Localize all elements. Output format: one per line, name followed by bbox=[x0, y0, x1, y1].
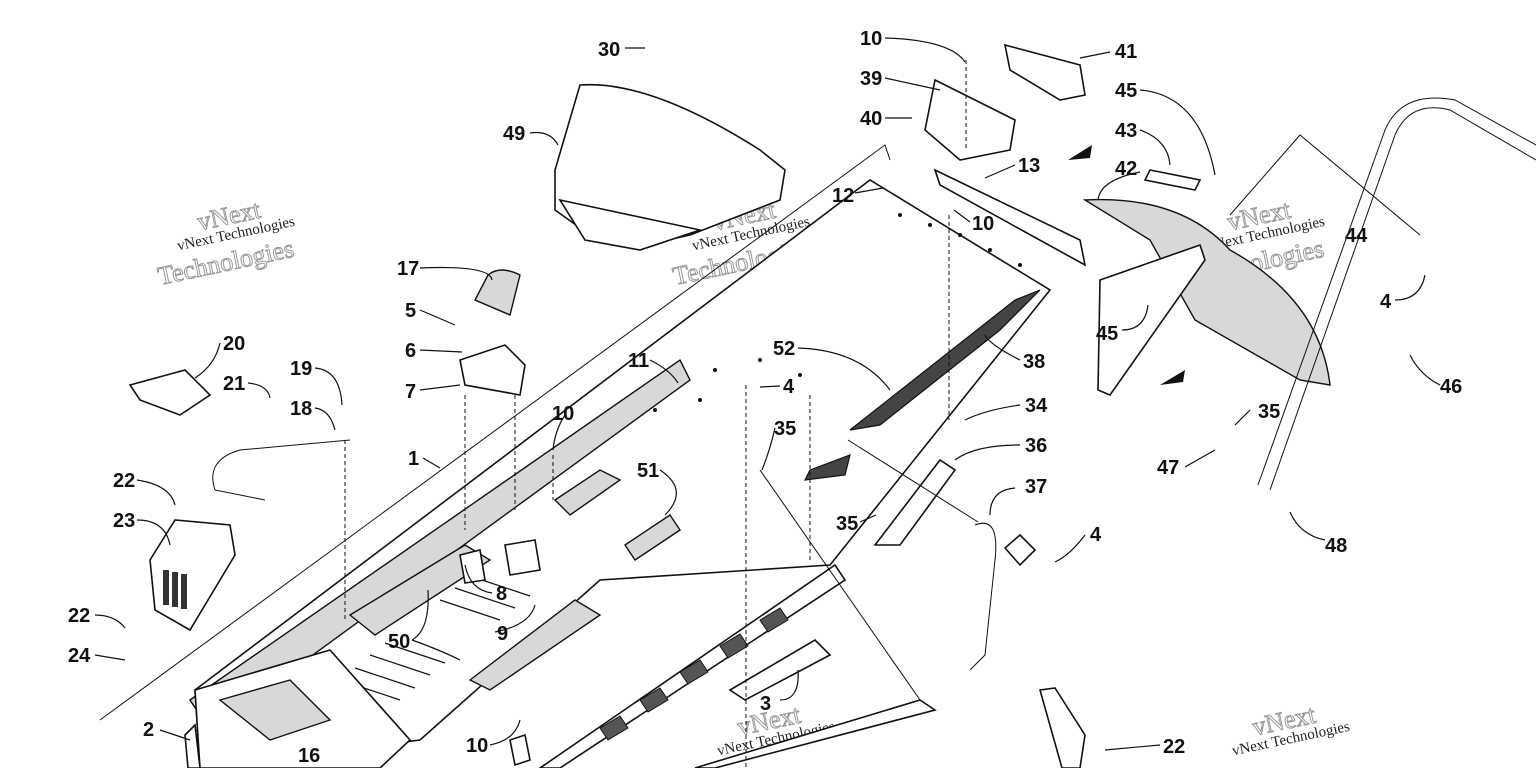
callout-1: 1 bbox=[408, 448, 419, 470]
callout-43: 43 bbox=[1115, 120, 1137, 142]
callout-4: 4 bbox=[1090, 524, 1102, 546]
callout-labels: 30 49 10 39 40 41 45 43 42 44 13 12 10 1… bbox=[68, 28, 1462, 767]
callout-44: 44 bbox=[1345, 225, 1368, 247]
callout-2: 2 bbox=[143, 719, 154, 741]
part-2 bbox=[184, 723, 201, 768]
foot-pad bbox=[624, 514, 681, 561]
taillight-44 bbox=[1082, 198, 1331, 386]
tunnel-decal bbox=[849, 289, 1041, 431]
arrow-down bbox=[1160, 370, 1185, 385]
callout-11: 11 bbox=[628, 350, 649, 372]
part-43 bbox=[1143, 169, 1202, 191]
running-board bbox=[468, 599, 602, 691]
callout-52: 52 bbox=[773, 338, 795, 360]
callout-48: 48 bbox=[1325, 535, 1347, 557]
callout-5: 5 bbox=[405, 300, 416, 322]
callout-21: 21 bbox=[223, 373, 245, 395]
callout-leaders bbox=[94, 37, 1441, 751]
deck-holes bbox=[653, 213, 1022, 412]
parts-drawing bbox=[99, 43, 1536, 768]
part-8 bbox=[459, 549, 486, 584]
part-42 bbox=[1097, 243, 1206, 396]
callout-38: 38 bbox=[1023, 351, 1045, 373]
callout-3: 3 bbox=[760, 693, 771, 715]
callout-37: 37 bbox=[1025, 476, 1047, 498]
rear-bumper-46 bbox=[1269, 107, 1536, 491]
callout-10: 10 bbox=[552, 403, 574, 425]
tunnel-outline bbox=[99, 144, 891, 721]
tunnel-decal-lower bbox=[803, 454, 851, 481]
callout-49: 49 bbox=[503, 123, 525, 145]
callout-6: 6 bbox=[405, 340, 416, 362]
callout-24: 24 bbox=[68, 645, 91, 667]
callout-47: 47 bbox=[1157, 457, 1179, 479]
bumper-guide bbox=[1229, 134, 1421, 236]
callout-34: 34 bbox=[1025, 395, 1048, 417]
part-10-lower bbox=[509, 733, 531, 767]
callout-41: 41 bbox=[1115, 41, 1137, 63]
arrow-up bbox=[1068, 145, 1092, 160]
ladder-cells bbox=[599, 607, 789, 741]
callout-35: 35 bbox=[1258, 401, 1280, 423]
callout-13: 13 bbox=[1018, 155, 1040, 177]
callout-50: 50 bbox=[388, 631, 410, 653]
callout-23: 23 bbox=[113, 510, 135, 532]
part-7 bbox=[459, 344, 526, 396]
callout-36: 36 bbox=[1025, 435, 1047, 457]
callout-35: 35 bbox=[774, 418, 796, 440]
callout-42: 42 bbox=[1115, 158, 1137, 180]
callout-10: 10 bbox=[860, 28, 882, 50]
callout-22: 22 bbox=[113, 470, 135, 492]
part-20 bbox=[128, 369, 212, 416]
part-37 bbox=[969, 522, 997, 671]
callout-7: 7 bbox=[405, 381, 416, 403]
part-18 bbox=[212, 439, 351, 501]
callout-51: 51 bbox=[637, 460, 659, 482]
front-end-cover bbox=[218, 679, 332, 741]
callout-12: 12 bbox=[832, 185, 854, 207]
part-17 bbox=[474, 269, 521, 316]
callout-10: 10 bbox=[466, 735, 488, 757]
part-41 bbox=[1003, 43, 1086, 101]
callout-4: 4 bbox=[1380, 291, 1392, 313]
callout-45: 45 bbox=[1096, 323, 1118, 345]
rear-bracket-13 bbox=[933, 168, 1087, 267]
seat-base-plate bbox=[558, 198, 704, 251]
rear-bumper-46-inner bbox=[1257, 97, 1536, 486]
part-37-flange bbox=[1003, 533, 1037, 567]
callout-22: 22 bbox=[1163, 736, 1185, 758]
part-39 bbox=[924, 78, 1016, 161]
bracket-3 bbox=[728, 638, 832, 701]
callout-46: 46 bbox=[1440, 376, 1462, 398]
callout-18: 18 bbox=[290, 398, 312, 420]
part-9 bbox=[504, 539, 541, 576]
callout-9: 9 bbox=[497, 623, 508, 645]
callout-4: 4 bbox=[783, 376, 795, 398]
assembly-lines bbox=[344, 60, 979, 768]
running-board bbox=[348, 544, 492, 636]
lower-right-bracket bbox=[1038, 687, 1086, 768]
foot-pad bbox=[553, 469, 622, 516]
callout-35: 35 bbox=[836, 513, 858, 535]
callout-30: 30 bbox=[598, 39, 620, 61]
part-23 bbox=[149, 519, 236, 632]
part-23-slots bbox=[163, 570, 187, 609]
callout-10: 10 bbox=[972, 213, 994, 235]
callout-20: 20 bbox=[223, 333, 245, 355]
callout-39: 39 bbox=[860, 68, 882, 90]
callout-16: 16 bbox=[298, 745, 320, 767]
callout-8: 8 bbox=[496, 583, 507, 605]
callout-19: 19 bbox=[290, 358, 312, 380]
callout-17: 17 bbox=[397, 258, 419, 280]
callout-22: 22 bbox=[68, 605, 90, 627]
part-36 bbox=[873, 458, 957, 546]
callout-45: 45 bbox=[1115, 80, 1137, 102]
side-bar bbox=[694, 699, 937, 768]
callout-40: 40 bbox=[860, 108, 882, 130]
